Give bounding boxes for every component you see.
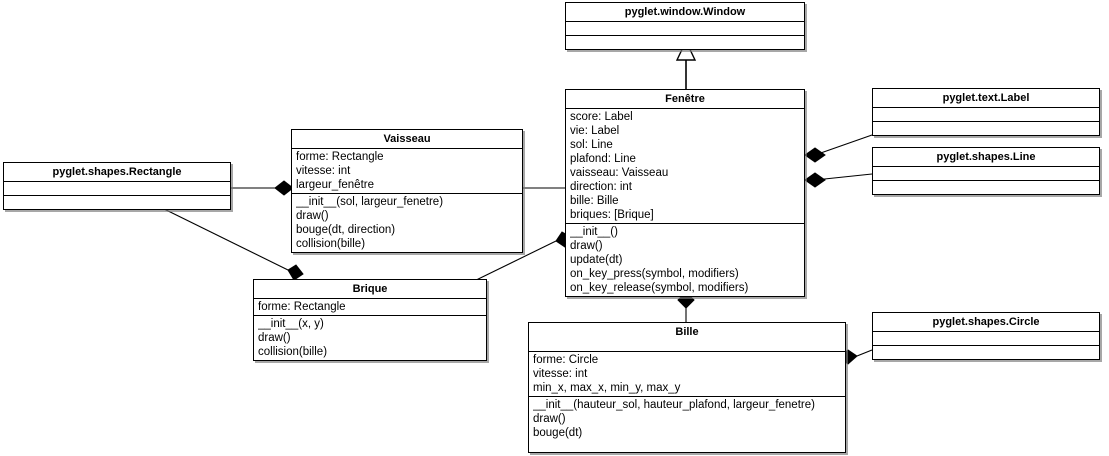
class-box-pyglet-shapes-circle[interactable]: pyglet.shapes.Circle <box>872 312 1100 360</box>
compartment-divider <box>873 107 1099 108</box>
compartment-divider <box>4 181 230 182</box>
composition-diamond-fenetre-line-icon <box>804 172 826 188</box>
compartment-divider <box>254 315 486 316</box>
class-box-fenetre[interactable]: Fenêtre score: Label vie: Label sol: Lin… <box>565 89 805 297</box>
class-name-vaisseau: Vaisseau <box>383 133 431 145</box>
class-box-vaisseau[interactable]: Vaisseau forme: Rectangle vitesse: int l… <box>291 129 523 253</box>
edge-fenetre-has-line <box>814 173 873 181</box>
class-box-brique[interactable]: Brique forme: Rectangle __init__(x, y) d… <box>253 279 487 361</box>
methods-compartment: __init__() draw() update(dt) on_key_pres… <box>566 224 804 296</box>
method-row: draw() <box>296 210 329 222</box>
attribute-row: forme: Rectangle <box>258 301 346 313</box>
composition-diamond-fenetre-label-icon <box>804 147 826 163</box>
attribute-row: direction: int <box>570 181 633 193</box>
compartment-divider <box>292 193 522 194</box>
compartment-divider <box>566 223 804 224</box>
method-row: collision(bille) <box>296 238 366 250</box>
class-name-brique: Brique <box>352 283 388 295</box>
attributes-compartment: score: Label vie: Label sol: Line plafon… <box>566 109 804 223</box>
method-row: draw() <box>533 413 566 425</box>
attributes-compartment <box>566 22 804 35</box>
attribute-row: forme: Rectangle <box>296 151 384 163</box>
compartment-divider <box>873 345 1099 346</box>
attributes-compartment <box>873 167 1099 180</box>
class-box-pyglet-shapes-rectangle[interactable]: pyglet.shapes.Rectangle <box>3 162 231 210</box>
methods-compartment <box>4 196 230 209</box>
class-name-pyglet-shapes-line: pyglet.shapes.Line <box>936 151 1036 163</box>
method-row: draw() <box>570 240 603 252</box>
composition-diamond-brique-rectangle-icon <box>287 264 304 281</box>
attribute-row: score: Label <box>570 111 633 123</box>
class-name-pyglet-shapes-circle: pyglet.shapes.Circle <box>932 316 1040 328</box>
method-row: __init__(x, y) <box>258 318 324 330</box>
class-name-pyglet-shapes-rectangle: pyglet.shapes.Rectangle <box>52 166 182 178</box>
class-name-pyglet-text-label: pyglet.text.Label <box>942 92 1030 104</box>
compartment-divider <box>566 108 804 109</box>
method-row: bouge(dt) <box>533 427 583 439</box>
method-row: update(dt) <box>570 254 623 266</box>
compartment-divider <box>529 396 845 397</box>
attribute-row: forme: Circle <box>533 354 599 366</box>
edge-brique-has-rectangle <box>155 204 289 271</box>
attribute-row: vitesse: int <box>296 165 351 177</box>
attribute-row: vitesse: int <box>533 368 588 380</box>
methods-compartment <box>873 346 1099 359</box>
compartment-divider <box>873 331 1099 332</box>
class-box-pyglet-window-window[interactable]: pyglet.window.Window <box>565 2 805 50</box>
method-row: __init__(hauteur_sol, hauteur_plafond, l… <box>533 399 815 411</box>
attributes-compartment <box>4 182 230 195</box>
attribute-row: plafond: Line <box>570 153 636 165</box>
compartment-divider <box>292 148 522 149</box>
method-row: collision(bille) <box>258 346 328 358</box>
edge-bille-has-circle <box>856 349 873 357</box>
compartment-divider <box>4 195 230 196</box>
method-row: bouge(dt, direction) <box>296 224 396 236</box>
methods-compartment: __init__(hauteur_sol, hauteur_plafond, l… <box>529 397 845 452</box>
compartment-divider <box>529 351 845 352</box>
attribute-row: bille: Bille <box>570 195 619 207</box>
attribute-row: sol: Line <box>570 139 613 151</box>
compartment-divider <box>873 166 1099 167</box>
attribute-row: largeur_fenêtre <box>296 179 374 191</box>
methods-compartment: __init__(x, y) draw() collision(bille) <box>254 316 486 360</box>
compartment-divider <box>254 298 486 299</box>
attributes-compartment: forme: Rectangle <box>254 299 486 315</box>
method-row: __init__() <box>570 226 618 238</box>
method-row: __init__(sol, largeur_fenetre) <box>296 196 444 208</box>
attribute-row: vaisseau: Vaisseau <box>570 167 669 179</box>
attributes-compartment <box>873 332 1099 345</box>
attributes-compartment: forme: Rectangle vitesse: int largeur_fe… <box>292 149 522 193</box>
methods-compartment: __init__(sol, largeur_fenetre) draw() bo… <box>292 194 522 252</box>
methods-compartment <box>873 181 1099 194</box>
class-name-pyglet-window-window: pyglet.window.Window <box>624 6 746 18</box>
class-name-bille: Bille <box>675 326 699 338</box>
method-row: on_key_release(symbol, modifiers) <box>570 282 749 294</box>
methods-compartment <box>566 36 804 49</box>
compartment-divider <box>566 35 804 36</box>
compartment-divider <box>566 21 804 22</box>
attribute-row: vie: Label <box>570 125 620 137</box>
class-box-pyglet-shapes-line[interactable]: pyglet.shapes.Line <box>872 147 1100 195</box>
method-row: on_key_press(symbol, modifiers) <box>570 268 739 280</box>
methods-compartment <box>873 122 1099 135</box>
attribute-row: briques: [Brique] <box>570 209 654 221</box>
attribute-row: min_x, max_x, min_y, max_y <box>533 382 681 394</box>
class-name-fenetre: Fenêtre <box>665 93 705 105</box>
attributes-compartment: forme: Circle vitesse: int min_x, max_x,… <box>529 352 845 396</box>
compartment-divider <box>873 180 1099 181</box>
class-box-bille[interactable]: Bille forme: Circle vitesse: int min_x, … <box>528 322 846 453</box>
class-box-pyglet-text-label[interactable]: pyglet.text.Label <box>872 88 1100 136</box>
compartment-divider <box>873 121 1099 122</box>
edge-fenetre-has-label <box>814 134 873 156</box>
method-row: draw() <box>258 332 291 344</box>
attributes-compartment <box>873 108 1099 121</box>
